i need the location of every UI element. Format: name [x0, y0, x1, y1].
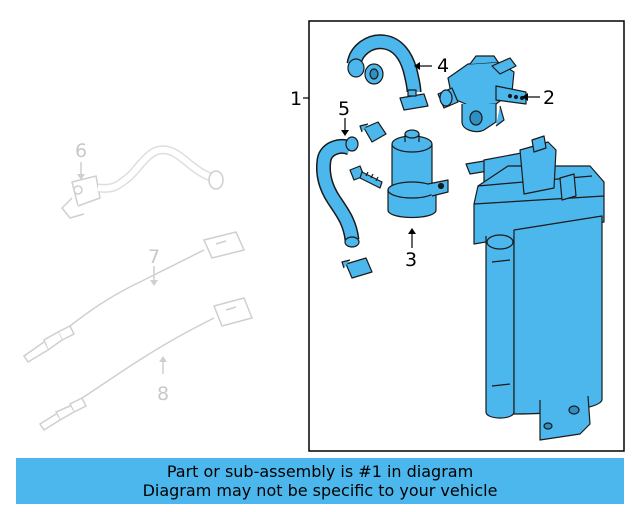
callout-3: 3: [405, 249, 417, 271]
part-4-hose: [346, 34, 429, 111]
callout-2: 2: [543, 87, 555, 109]
part-7-sensor: [22, 231, 246, 364]
callout-5: 5: [338, 98, 350, 120]
bolt: [349, 165, 383, 189]
callout-leaders: [344, 65, 540, 248]
part-6-hose: [60, 145, 224, 219]
assembly-parts: [316, 34, 605, 441]
faded-callout-arrows: [77, 174, 167, 362]
part-3-filter: [387, 129, 449, 219]
callout-7: 7: [148, 246, 160, 268]
callout-1: 1: [290, 88, 302, 110]
info-banner: Part or sub-assembly is #1 in diagram Di…: [16, 458, 624, 504]
callout-4: 4: [437, 55, 449, 77]
part-1-canister: [465, 135, 605, 441]
callout-6: 6: [75, 140, 87, 162]
part-8-sensor: [38, 297, 254, 432]
callout-arrowheads: [341, 62, 528, 234]
part-2-valve: [437, 55, 527, 133]
hose-clamps: [341, 121, 387, 279]
banner-line-2: Diagram may not be specific to your vehi…: [142, 481, 498, 500]
part-5-hose: [316, 136, 360, 248]
faded-parts: [22, 145, 254, 432]
assembly-frame: [308, 20, 625, 452]
callout-8: 8: [157, 383, 169, 405]
banner-line-1: Part or sub-assembly is #1 in diagram: [166, 462, 474, 481]
